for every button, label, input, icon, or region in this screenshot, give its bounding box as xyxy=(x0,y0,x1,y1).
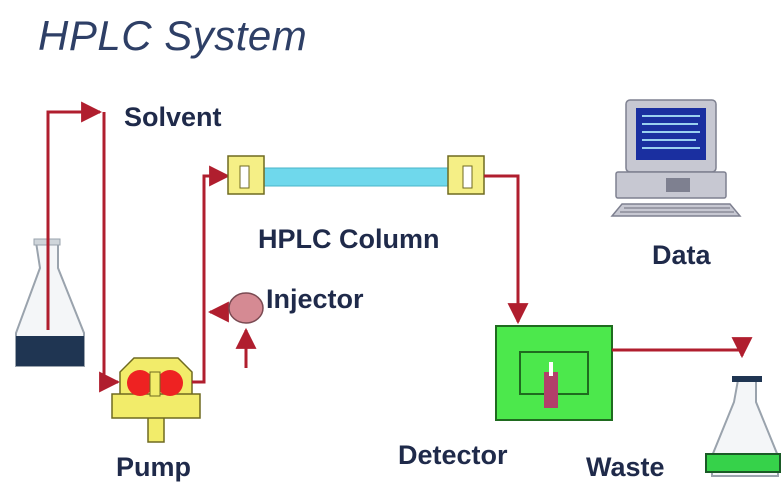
pump-icon xyxy=(111,357,201,443)
pump-label: Pump xyxy=(116,452,192,482)
detector-icon xyxy=(495,325,613,421)
solvent-flask-icon xyxy=(15,238,85,367)
tubing-column-to-detector xyxy=(484,174,529,325)
column-icon xyxy=(227,155,485,195)
tubing-solvent-to-pump xyxy=(46,101,121,393)
column-label: HPLC Column xyxy=(258,224,440,254)
waste-flask-icon xyxy=(705,376,781,477)
data-label: Data xyxy=(652,240,711,270)
computer-icon xyxy=(610,99,742,217)
injector-label: Injector xyxy=(266,284,364,314)
solvent-label: Solvent xyxy=(124,102,222,132)
waste-label: Waste xyxy=(586,452,665,482)
tubing-pump-to-column xyxy=(192,165,231,384)
page-title: HPLC System xyxy=(38,12,308,59)
injector-icon xyxy=(207,292,264,368)
detector-label: Detector xyxy=(398,440,508,470)
